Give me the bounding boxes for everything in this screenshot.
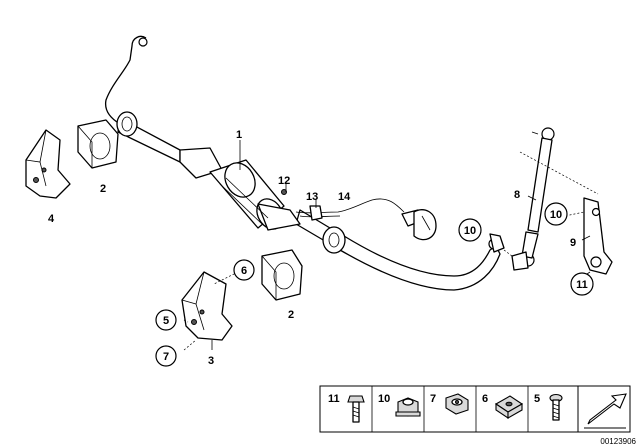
callout-12: 12 <box>278 175 290 187</box>
bar-bushing-right <box>322 226 346 254</box>
rubber-mount-lower <box>261 249 303 301</box>
leader-dash-10 <box>545 211 585 221</box>
stabilizer-bar <box>104 35 505 291</box>
callout-9: 9 <box>570 237 576 249</box>
legend-label-11: 11 <box>328 393 340 405</box>
leader-dash-10a <box>503 249 513 257</box>
orientation-arrow-box <box>577 385 631 433</box>
callout-7-circle <box>155 345 177 367</box>
bolt-icon <box>347 395 365 423</box>
leader-dash-6 <box>213 271 239 285</box>
callout-8: 8 <box>514 189 520 201</box>
callout-10b: 10 <box>550 209 562 221</box>
callout-10a: 10 <box>464 225 476 237</box>
rubber-mount-left <box>77 119 119 169</box>
callout-5: 5 <box>163 315 169 327</box>
callout-2-lower: 2 <box>288 309 294 321</box>
arrow-icon <box>587 393 627 425</box>
screw-icon <box>549 393 563 421</box>
legend-label-6: 6 <box>482 393 488 405</box>
callout-6-circle <box>233 259 255 281</box>
callout-10b-circle <box>544 202 568 226</box>
square-nut-icon <box>494 395 524 420</box>
callout-10a-circle <box>458 218 482 242</box>
callout-2-left: 2 <box>100 183 106 195</box>
legend-label-5: 5 <box>534 393 540 405</box>
sensor-cable <box>295 198 437 241</box>
leader-dash-5 <box>183 319 189 323</box>
fastener-legend: 11 10 7 6 5 <box>319 385 579 433</box>
leader-dash-7 <box>183 339 197 351</box>
active-stabilizer-actuator <box>179 147 301 231</box>
diagram-code: 00123906 <box>600 437 636 446</box>
hex-nut-icon <box>445 393 469 415</box>
leader-dash-8 <box>519 151 599 195</box>
bar-bushing-left <box>116 111 138 137</box>
lever-arm <box>583 197 613 275</box>
callout-11-circle <box>570 272 594 296</box>
callout-7: 7 <box>163 351 169 363</box>
callout-4: 4 <box>48 213 55 225</box>
callout-1: 1 <box>236 129 242 141</box>
callout-3: 3 <box>208 355 214 367</box>
legend-label-7: 7 <box>430 393 436 405</box>
callout-14: 14 <box>338 191 351 203</box>
bracket-left <box>25 129 71 199</box>
bracket-lower <box>181 271 233 341</box>
link-rod <box>511 127 555 271</box>
legend-label-10: 10 <box>378 393 390 405</box>
collar-nut-icon <box>395 397 421 417</box>
callout-5-circle <box>155 309 177 331</box>
callout-11: 11 <box>576 279 588 291</box>
callout-13: 13 <box>306 191 318 203</box>
callout-6: 6 <box>241 265 247 277</box>
